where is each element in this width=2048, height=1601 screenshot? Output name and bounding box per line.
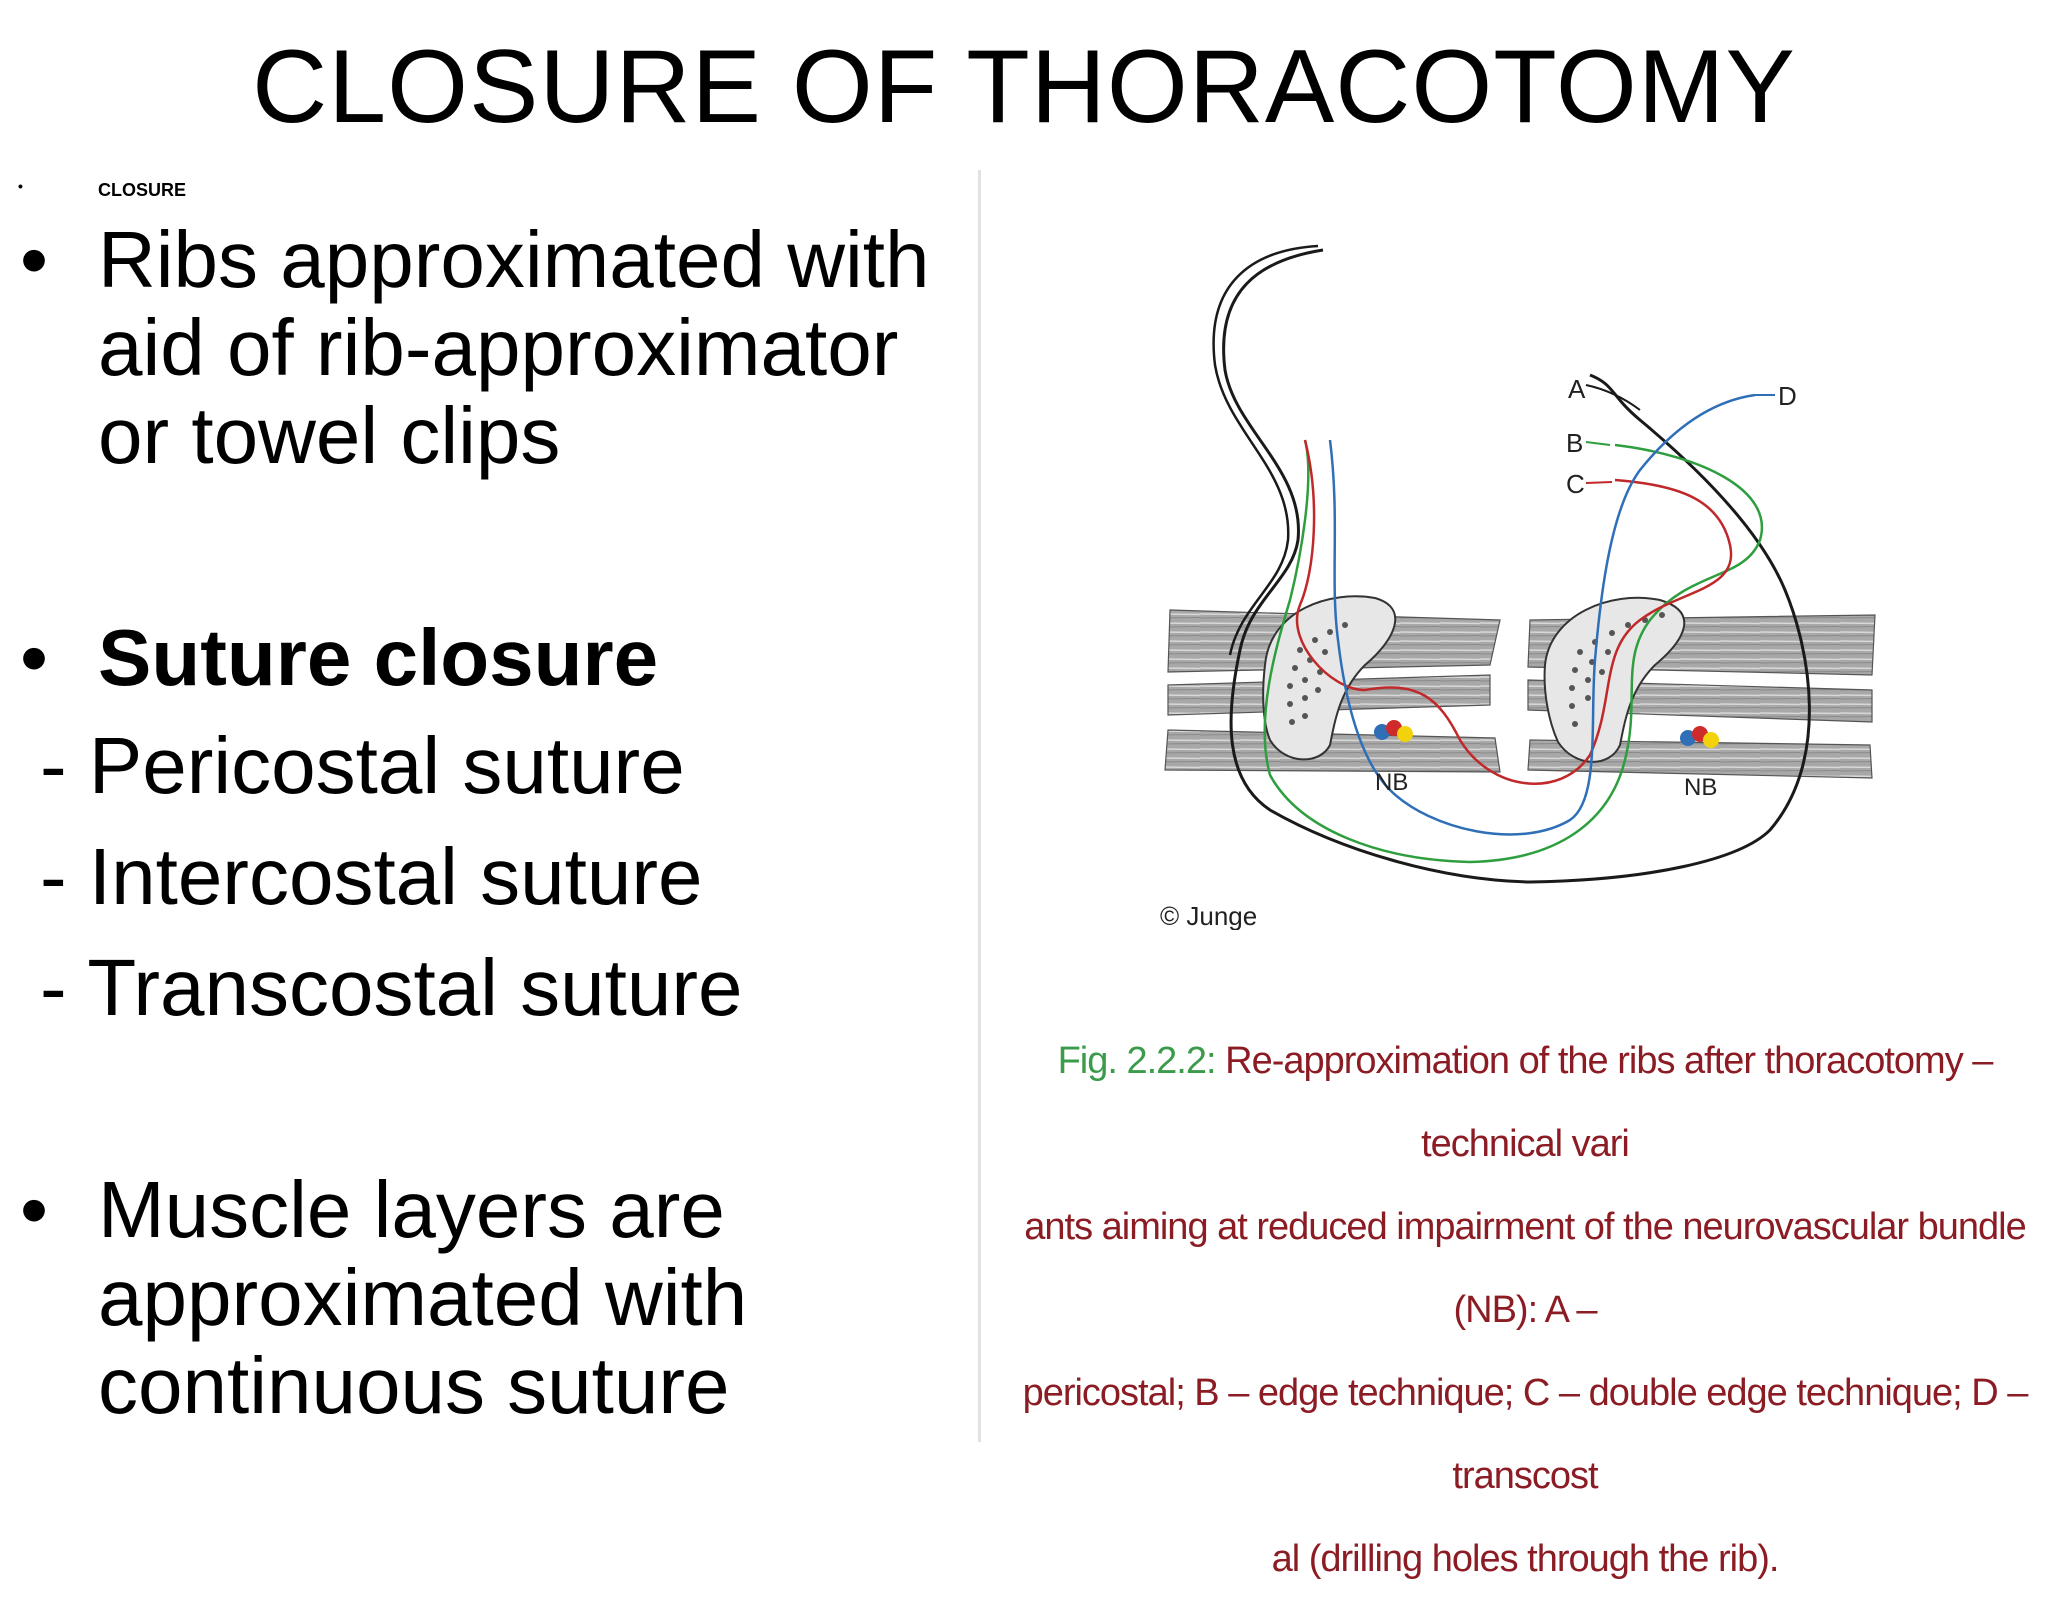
bullet-ribs-line-1: Ribs approximated with [98,215,930,304]
suture-c [1295,439,1733,785]
label-b: B [1566,428,1583,458]
suture-closure-heading: Suture closure [98,613,659,702]
bullet-dot: • [20,613,49,702]
bone-sections [1262,595,1686,763]
copyright-text: © Junge [1160,901,1257,930]
bullet-muscle-line-2: approximated with [98,1253,748,1342]
label-leaders [1585,384,1775,484]
label-nb-left: NB [1375,769,1408,796]
caption-fig-label: Fig. 2.2.2: [1057,1040,1217,1082]
rib-suture-diagram: A B C D NB NB © Junge [1160,244,1876,930]
bullet-muscle-line-1: Muscle layers are [98,1165,725,1254]
bone-right [1543,596,1686,763]
nerve-bundle-right [1680,726,1719,748]
figure-caption: Fig. 2.2.2: Re-approximation of the ribs… [1010,1020,2040,1601]
caption-line-2: ants aiming at reduced impairment of the… [1024,1206,2027,1331]
caption-line-4: al (drilling holes through the rib). [1271,1538,1780,1580]
slide-title: CLOSURE OF THORACOTOMY [252,29,1796,145]
label-d: D [1778,381,1797,411]
suture-b [1263,439,1764,864]
caption-line-1-text: Re-approximation of the ribs after thora… [1215,1040,1993,1165]
label-nb-right: NB [1684,774,1717,801]
bullet-dot: • [18,178,23,194]
caption-line-1: Fig. 2.2.2: Re-approximation of the ribs… [1010,1020,2040,1186]
suture-a [1222,248,1811,884]
bullet-muscle-line-3: continuous suture [98,1341,730,1430]
bullet-dot: • [20,1165,49,1254]
label-c: C [1566,469,1585,499]
suture-d [1328,393,1756,836]
bullet-dot: • [20,215,49,304]
label-a: A [1568,374,1586,404]
column-divider [978,170,981,1442]
sub-item-pericostal: - Pericostal suture [40,721,685,810]
nerve-bundle-left [1374,720,1413,742]
sub-item-intercostal: - Intercostal suture [40,832,703,921]
sub-item-transcostal: - Transcostal suture [40,943,743,1032]
bullet-ribs-line-3: or towel clips [98,391,561,480]
suture-a-outer [1212,244,1319,656]
caption-line-3: pericostal; B – edge technique; C – doub… [1022,1372,2029,1497]
closure-label-text: CLOSURE [98,180,187,200]
bone-left [1262,595,1397,761]
bullet-ribs-line-2: aid of rib-approximator [98,303,899,392]
